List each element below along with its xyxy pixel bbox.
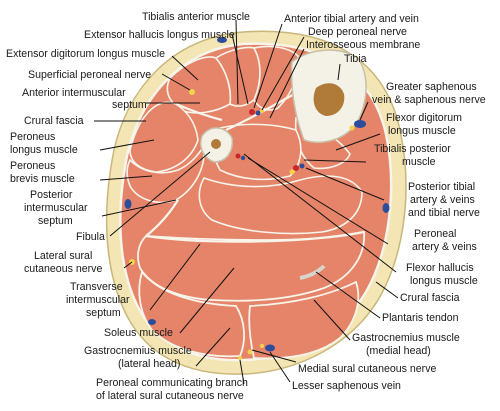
anterior-intermuscular-septum	[175, 102, 223, 122]
label-peroneal-communicating-line1: Peroneal communicating branch	[96, 377, 248, 389]
subcutaneous-vein-top	[217, 37, 227, 43]
tibia-marrow	[313, 83, 345, 116]
leader-lines	[94, 19, 399, 385]
label-tibialis-anterior: Tibialis anterior muscle	[142, 11, 250, 23]
label-peroneal-artery-line1: Peroneal	[414, 228, 456, 240]
label-peroneus-longus-line1: Peroneus	[10, 131, 55, 143]
label-posterior-intermuscular-line2: intermuscular	[24, 202, 88, 214]
label-gastrocnemius-lateral-line1: Gastrocnemius muscle	[84, 345, 192, 357]
flexor-hallucis-muscle	[198, 175, 363, 235]
label-tibialis-posterior-line2: muscle	[402, 156, 436, 168]
label-peroneus-longus-line2: longus muscle	[10, 144, 78, 156]
label-posterior-intermuscular-line3: septum	[38, 215, 73, 227]
label-anterior-intermuscular-line2: septum	[112, 99, 147, 111]
label-plantaris-tendon: Plantaris tendon	[382, 312, 459, 324]
label-posterior-tibial-line3: and tibial nerve	[408, 207, 480, 219]
label-flexor-hallucis-line2: longus muscle	[410, 275, 478, 287]
label-gastrocnemius-lateral-line2: (lateral head)	[118, 358, 180, 370]
label-posterior-intermuscular-line1: Posterior	[30, 189, 73, 201]
fibula-marrow	[211, 139, 221, 149]
gastrocnemius-medial-muscle	[248, 280, 360, 360]
lesser-saphenous-vessels	[260, 344, 275, 352]
label-greater-saphenous-line2: vein & saphenous nerve	[372, 94, 486, 106]
subcutaneous-vein-lower-left	[148, 319, 156, 325]
superficial-peroneal-nerve	[189, 89, 195, 95]
anterior-tibial-vessels	[249, 109, 264, 116]
label-deep-peroneal-nerve: Deep peroneal nerve	[308, 26, 407, 38]
label-crural-fascia-right: Crural fascia	[400, 292, 460, 304]
label-gastrocnemius-medial-line1: Gastrocnemius muscle	[352, 332, 460, 344]
subcutaneous-vein-right	[382, 203, 390, 213]
label-fibula: Fibula	[76, 231, 105, 243]
label-crural-fascia-left: Crural fascia	[24, 115, 84, 127]
label-transverse-line2: intermuscular	[66, 294, 130, 306]
label-flexor-digitorum-line2: longus muscle	[388, 125, 456, 137]
label-posterior-tibial-line1: Posterior tibial	[408, 181, 475, 193]
label-lateral-sural-line2: cutaneous nerve	[24, 263, 102, 275]
peroneal-communicating-nerve	[238, 356, 242, 360]
posterior-tibial-vessels	[289, 163, 305, 175]
peroneus-brevis-muscle	[126, 143, 206, 204]
label-greater-saphenous-line1: Greater saphenous	[386, 81, 477, 93]
label-transverse-line1: Transverse	[70, 281, 123, 293]
label-peroneal-communicating-line2: of lateral sural cutaneous nerve	[96, 390, 244, 402]
label-lesser-saphenous-vein: Lesser saphenous vein	[292, 380, 401, 392]
label-superficial-peroneal-nerve: Superficial peroneal nerve	[28, 69, 151, 81]
tibialis-anterior-muscle	[252, 45, 300, 111]
plantaris-tendon	[299, 264, 326, 280]
label-flexor-hallucis-line1: Flexor hallucis	[406, 262, 474, 274]
label-lateral-sural-line1: Lateral sural	[34, 250, 92, 262]
label-peroneus-brevis-line1: Peroneus	[10, 160, 55, 172]
label-medial-sural-nerve: Medial sural cutaneous nerve	[298, 363, 436, 375]
label-tibia: Tibia	[344, 53, 367, 65]
label-anterior-tibial-artery: Anterior tibial artery and vein	[284, 13, 419, 25]
label-gastrocnemius-medial-line2: (medial head)	[366, 345, 431, 357]
greater-saphenous-vessels	[349, 120, 366, 131]
label-extensor-hallucis: Extensor hallucis longus muscle	[84, 29, 235, 41]
label-interosseous-membrane: Interosseous membrane	[306, 39, 420, 51]
medial-sural-nerve	[247, 349, 253, 355]
transverse-intermuscular-septum	[145, 230, 365, 243]
label-extensor-digitorum: Extensor digitorum longus muscle	[6, 48, 165, 60]
label-flexor-digitorum-line1: Flexor digitorum	[386, 112, 462, 124]
gastrocnemius-lateral-muscle	[138, 270, 245, 358]
label-tibialis-posterior-line1: Tibialis posterior	[374, 143, 451, 155]
label-anterior-intermuscular-line1: Anterior intermuscular	[22, 87, 126, 99]
label-peroneus-brevis-line2: brevis muscle	[10, 173, 75, 185]
label-soleus: Soleus muscle	[104, 327, 173, 339]
subcutaneous-vein-left	[124, 199, 132, 209]
label-peroneal-artery-line2: artery & veins	[412, 241, 477, 253]
label-posterior-tibial-line2: artery & veins	[410, 194, 475, 206]
label-transverse-line3: septum	[86, 307, 121, 319]
peroneal-vessels	[235, 153, 246, 161]
posterior-intermuscular-septum	[145, 199, 179, 237]
